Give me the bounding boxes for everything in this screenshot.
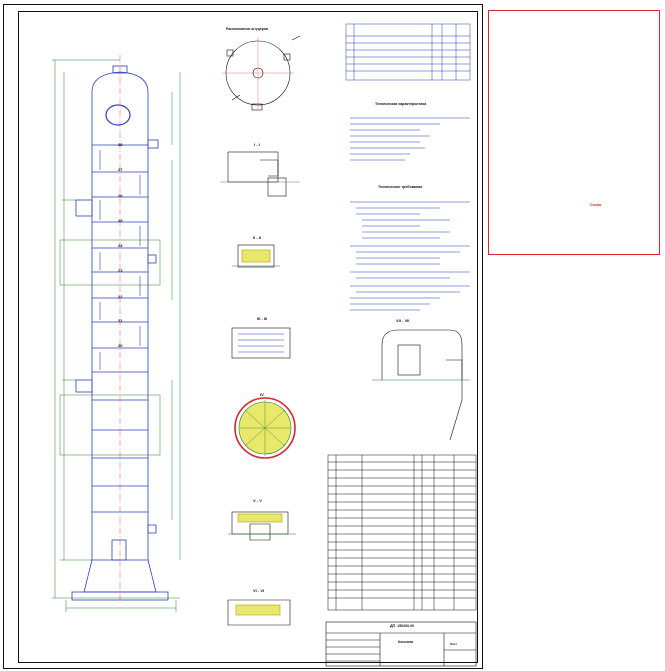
tech-char-lines	[350, 117, 470, 161]
tray-number: 20	[118, 343, 123, 348]
tray-number: 26	[118, 193, 123, 198]
detail-4	[234, 397, 296, 459]
nozzle-layout-view	[222, 35, 301, 111]
tray-number: 21	[118, 318, 123, 323]
parts-list-table	[327, 454, 477, 611]
title-block	[325, 621, 477, 667]
detail-5	[228, 511, 296, 541]
scheme-stamp-title: Схема	[590, 203, 602, 207]
column-body	[71, 65, 169, 601]
detail-7	[372, 329, 470, 441]
section-1-label: I - I	[254, 142, 260, 147]
tray-number: 24	[118, 243, 123, 248]
section-5-label: V - V	[253, 498, 262, 503]
tech-req-title: Технические требования	[378, 185, 423, 189]
detail-6	[227, 599, 291, 626]
dimension-lines	[52, 59, 181, 612]
scheme-sheet	[488, 10, 660, 255]
section-4-label: IV	[260, 392, 264, 397]
drawing-sheet	[3, 4, 483, 669]
section-7-label: VII - VII	[396, 318, 410, 323]
detail-1	[220, 151, 300, 197]
tray-number: 22	[118, 294, 123, 299]
tech-req-lines	[350, 201, 470, 311]
nozzle-layout-title: Расположение штуцеров	[226, 27, 269, 31]
detail-3	[231, 327, 291, 359]
stamp-sheet-label: Лист	[450, 642, 458, 646]
section-3-label: III - III	[257, 316, 268, 321]
detail-2	[232, 244, 280, 268]
tray-number: 25	[118, 218, 123, 223]
tech-table	[345, 23, 471, 81]
stamp-doc-code: ДП. 150200.00	[390, 624, 415, 628]
drawing-frame	[18, 11, 478, 663]
tech-char-title: Техническая характеристика	[375, 102, 427, 106]
tray-number: 27	[118, 167, 123, 172]
section-2-label: II - II	[253, 235, 261, 240]
tray-number: 23	[118, 268, 123, 273]
section-6-label: VI - VI	[253, 588, 265, 593]
stamp-drawing-title: Колонна	[398, 640, 414, 644]
tray-number: 28	[118, 142, 123, 147]
